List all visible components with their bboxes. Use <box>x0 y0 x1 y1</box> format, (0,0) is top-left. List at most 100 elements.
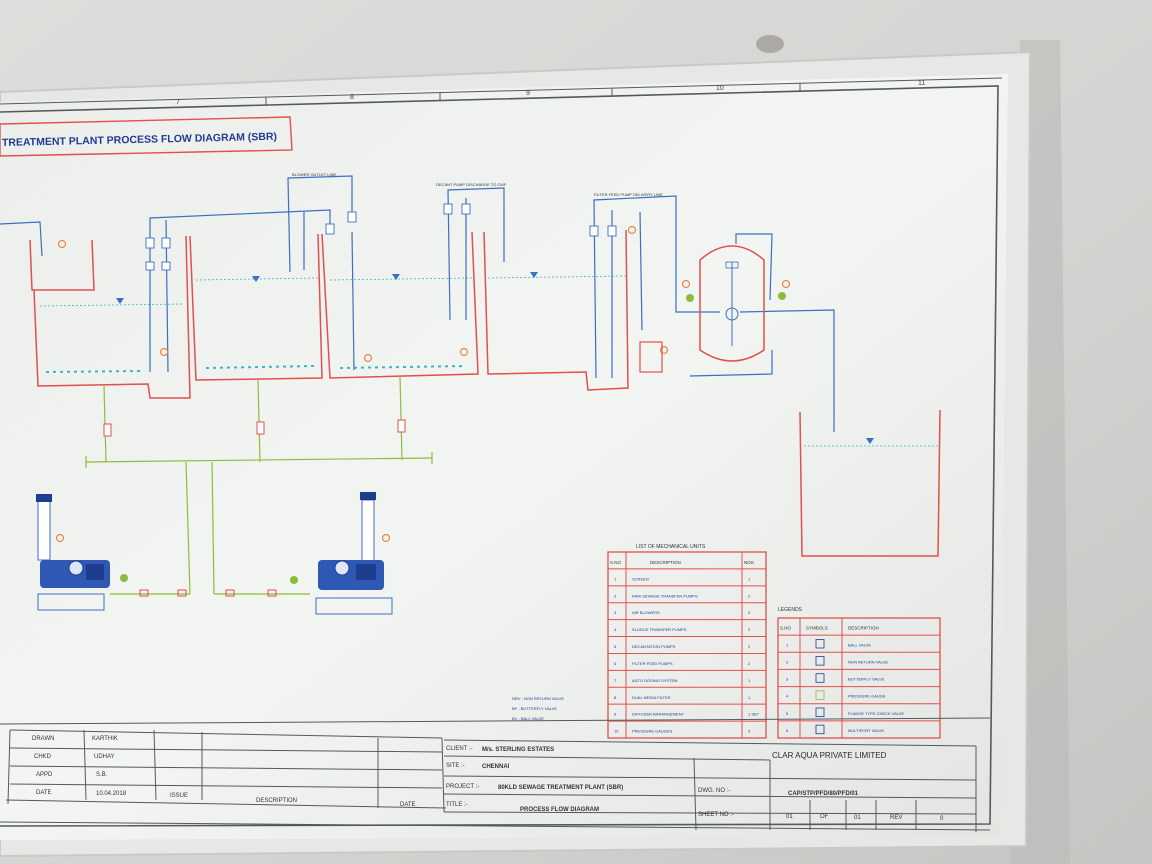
mech-row-desc: RAW SEWAGE TRANSFER PUMPS <box>632 593 698 598</box>
client-label: CLIENT :- <box>446 746 473 752</box>
legend-col-header: SYMBOLS <box>806 626 828 631</box>
title-block-text: DRAWN KARTHIK CHKD UDHAY APPD S.B. DATE … <box>32 736 944 822</box>
label-blower-outlet-line: BLOWER OUTLET LINE <box>292 172 336 177</box>
mech-row-nos: 1 SET <box>748 712 760 717</box>
air-line-valves <box>139 589 277 597</box>
legend-symbol <box>815 707 825 717</box>
wall-stain <box>756 35 784 53</box>
legend-col-header: S.NO <box>780 626 792 631</box>
note-bv: BV - BALL VALVE <box>512 716 544 721</box>
note-nrv: NRV - NON RETURN VALVE <box>512 696 564 701</box>
tanks <box>29 229 941 557</box>
note-bf: BF - BUTTERFLY VALVE <box>512 706 557 711</box>
date-label: DATE <box>36 790 52 796</box>
date-value: 10.04.2018 <box>96 791 127 797</box>
mech-row-no: 5 <box>614 644 617 649</box>
sheet-cell-1: 01 <box>786 814 793 820</box>
title-box <box>0 116 293 157</box>
mech-row-nos: 1 <box>748 678 751 683</box>
project-label: PROJECT :- <box>446 784 479 790</box>
sheet-cell-4: REV <box>890 815 902 821</box>
sludge-valves <box>103 419 406 437</box>
grid-number-8: 8 <box>350 94 354 101</box>
legends-table: LEGENDS S.NO SYMBOLS DESCRIPTION 1 BALL VALV… <box>777 607 941 739</box>
drawn-value: KARTHIK <box>92 736 118 742</box>
date2-label: DATE <box>400 802 416 808</box>
valves <box>145 203 617 271</box>
legend-row-desc: BUTTERFLY VALVE <box>848 677 885 682</box>
client-value: M/s. STERLING ESTATES <box>482 747 554 753</box>
mech-row-desc: DIFFUSER ARRANGEMENT <box>632 712 685 717</box>
mech-row-no: 9 <box>614 712 617 717</box>
mech-rows: S.NO DESCRIPTION NOS 1 SCREEN 1 2 RAW SEWAGE TR… <box>608 560 766 734</box>
legend-symbol <box>815 673 825 683</box>
sheet-cell-5: 0 <box>940 816 944 822</box>
chkd-label: CHKD <box>34 754 52 760</box>
company-name: CLAR AQUA PRIVATE LIMITED <box>772 751 887 760</box>
legend-row-desc: NON RETURN VALVE <box>848 659 888 664</box>
drawn-label: DRAWN <box>32 736 54 742</box>
mech-row-nos: 1 <box>748 695 751 700</box>
legend-symbol <box>815 656 825 666</box>
sheet-label: SHEET NO :- <box>698 812 734 818</box>
mech-col-header: DESCRIPTION <box>650 560 681 565</box>
legend-row-no: 4 <box>786 694 789 699</box>
grid-ticks <box>265 83 801 106</box>
sheet-cell-3: 01 <box>854 815 861 821</box>
legend-symbol <box>815 690 825 700</box>
mech-row-no: 2 <box>614 593 617 598</box>
mech-row-desc: FILTER FEED PUMPS <box>632 661 673 666</box>
diffuser-grids <box>45 365 467 373</box>
mech-row-no: 10 <box>614 729 619 734</box>
mech-row-no: 6 <box>614 661 617 666</box>
mech-row-nos: 2 <box>748 610 751 615</box>
blower-right <box>315 492 393 615</box>
project-value: 80KLD SEWAGE TREATMENT PLANT (SBR) <box>498 785 623 791</box>
sheet-cell-2: OF <box>820 814 829 820</box>
grid-number-10: 10 <box>716 85 724 92</box>
mech-heading: LIST OF MECHANICAL UNITS <box>636 544 706 550</box>
legend-row-no: 5 <box>786 711 789 716</box>
mech-row-desc: AUTO DOSING SYSTEM <box>632 678 678 683</box>
site-label: SITE :- <box>446 763 465 769</box>
grid-number-7: 7 <box>176 99 180 106</box>
mech-col-header: S.NO <box>610 560 622 565</box>
legend-row-no: 3 <box>786 677 789 682</box>
mech-row-desc: DECANTATION PUMPS <box>632 644 676 649</box>
site-value: CHENNAI <box>482 764 510 770</box>
mech-row-nos: 2 <box>748 627 751 632</box>
mech-col-header: NOS <box>744 560 754 565</box>
legend-col-header: DESCRIPTION <box>848 626 879 631</box>
mech-row-nos: 2 <box>748 661 751 666</box>
mech-row-no: 7 <box>614 678 617 683</box>
blower-left <box>36 494 110 611</box>
title-label: TITLE :- <box>446 802 468 808</box>
drawing-sheet <box>0 74 1008 840</box>
sludge-end-marks <box>85 452 433 468</box>
mech-row-desc: AIR BLOWERS <box>632 610 660 615</box>
pipelines <box>0 175 835 432</box>
water-level-markers <box>116 272 874 444</box>
legend-symbol <box>815 639 825 649</box>
mech-row-nos: 1 <box>748 576 751 581</box>
mech-row-nos: 2 <box>748 593 751 598</box>
pressure-filter-vessel <box>699 245 765 362</box>
dosing-tank <box>639 341 663 373</box>
legend-row-desc: PRESSURE GAUGE <box>848 694 886 699</box>
grid-number-11: 11 <box>918 80 925 87</box>
legend-row-no: 1 <box>786 642 789 647</box>
sheet-border <box>0 85 999 827</box>
mech-row-no: 4 <box>614 627 617 632</box>
legends-heading: LEGENDS <box>778 607 803 613</box>
mech-row-no: 3 <box>614 610 617 615</box>
mech-row-nos: 2 <box>748 644 751 649</box>
title-block <box>0 717 991 832</box>
mech-row-desc: SCREEN <box>632 576 649 581</box>
sludge-line <box>85 375 433 595</box>
appd-label: APPD <box>36 772 53 778</box>
label-decant-pump-line: DECANT PUMP DISCHARGE TO CMF <box>436 182 507 187</box>
grid-strip <box>0 77 1003 105</box>
legend-row-desc: BALL VALVE <box>848 642 871 647</box>
issue-label: ISSUE <box>170 793 188 799</box>
